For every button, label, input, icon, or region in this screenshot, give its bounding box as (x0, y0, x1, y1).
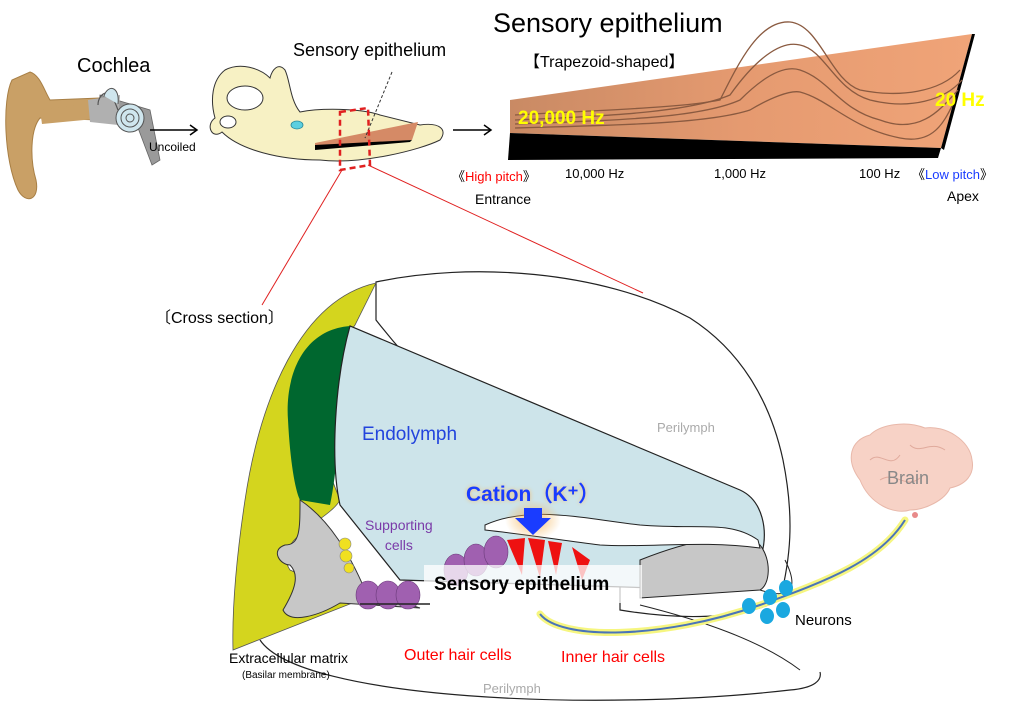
high-pitch-text: High pitch (465, 169, 523, 184)
leader-line (364, 71, 393, 139)
cation-label: Cation（K⁺） (466, 483, 600, 506)
zoom-line-left (261, 169, 343, 306)
arrow-right-icon (189, 124, 199, 136)
low-freq-label: 20 Hz (935, 90, 985, 111)
perilymph-bottom-label: Perilymph (483, 681, 541, 696)
outer-ear-illustration (5, 71, 161, 200)
neuron-cells (742, 580, 793, 624)
selection-box (338, 106, 372, 172)
inner-ear-illustration (209, 65, 444, 172)
tick-1000hz: 1,000 Hz (714, 166, 767, 181)
supporting-line-2: cells (384, 537, 413, 553)
tick-10000hz: 10,000 Hz (565, 166, 625, 181)
low-pitch-label: 《Low pitch》 (912, 164, 993, 183)
high-pitch-label: 《High pitch》 (452, 166, 536, 185)
high-freq-label: 20,000 Hz (518, 108, 605, 129)
apex-label: Apex (947, 188, 979, 204)
neurons-label: Neurons (795, 612, 852, 629)
cross-section (232, 271, 821, 701)
bracket-close: 》 (522, 169, 536, 184)
supporting-line-1: Supporting (365, 517, 433, 533)
inner-hair-cells-label: Inner hair cells (561, 649, 666, 666)
basilar-membrane-label: (Basilar membrane) (242, 670, 330, 681)
zoom-line-right (367, 164, 644, 294)
nerve-fiber (536, 516, 909, 636)
low-pitch-text: Low pitch (925, 167, 980, 182)
tick-100hz: 100 Hz (859, 166, 901, 181)
uncoiled-label: Uncoiled (149, 140, 196, 154)
outer-hair-cells-label: Outer hair cells (404, 647, 512, 664)
supporting-cells-label: Supporting cells (365, 515, 433, 555)
bracket-open: 《 (452, 169, 466, 184)
brain-icon (850, 423, 974, 518)
entrance-label: Entrance (475, 191, 532, 207)
inner-ear-epithelium-label: Sensory epithelium (293, 40, 447, 60)
strip-title: Sensory epithelium (493, 8, 723, 38)
arrow-right-icon-2 (483, 124, 493, 136)
brain-label: Brain (887, 468, 930, 488)
cation-arrow-icon (515, 508, 551, 535)
cross-section-title: 〔Cross section〕 (155, 310, 284, 327)
bracket-close: 》 (979, 167, 993, 182)
perilymph-top-label: Perilymph (657, 420, 715, 435)
extracellular-matrix-label: Extracellular matrix (229, 650, 349, 666)
bracket-open: 《 (912, 167, 926, 182)
sensory-epithelium-label: Sensory epithelium (434, 574, 610, 595)
cochlea-label: Cochlea (77, 55, 151, 77)
endolymph-label: Endolymph (362, 424, 458, 445)
epithelium-label-box (424, 565, 642, 603)
trapezoid-strip (508, 21, 975, 160)
strip-subtitle: 【Trapezoid-shaped】 (524, 54, 685, 71)
cochlea-icon (97, 88, 145, 133)
